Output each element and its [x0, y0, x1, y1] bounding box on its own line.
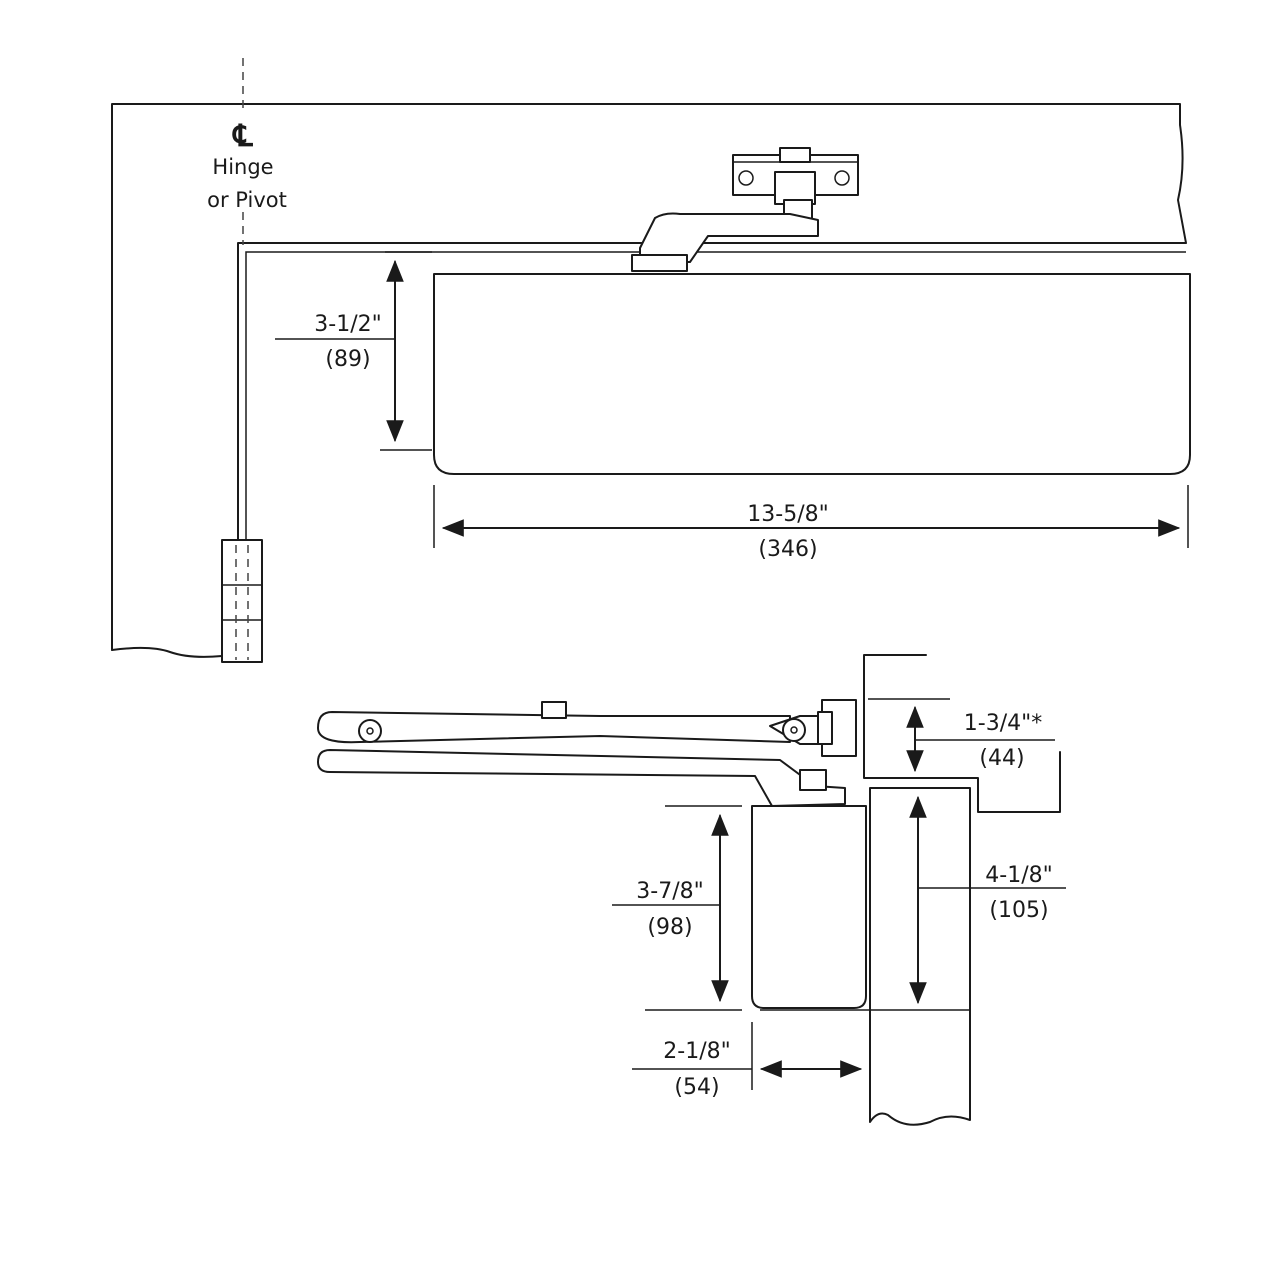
closer-body-side [751, 805, 867, 1009]
centerline-label-line1: Hinge [212, 155, 273, 179]
dimension-bottom-frame-height: 4-1/8" (105) [909, 795, 1066, 1005]
side-arm-assembly [317, 699, 857, 807]
centerline-symbol: ℄ [231, 119, 253, 154]
side-view: 1-3/4"* (44) 4-1/8" (105) 3-7/8" (98) 2-… [317, 654, 1066, 1126]
dimension-bottom-depth: 2-1/8" (54) [632, 1022, 863, 1100]
dimension-top-width: 13-5/8" (346) [433, 485, 1189, 562]
top-height-metric: (89) [325, 347, 370, 372]
door-frame-break [111, 646, 223, 658]
dimension-top-height: 3-1/2" (89) [275, 251, 432, 451]
bottom-depth-metric: (54) [674, 1075, 719, 1100]
bottom-body-height-imperial: 3-7/8" [636, 879, 703, 904]
top-width-metric: (346) [758, 537, 817, 562]
top-width-imperial: 13-5/8" [747, 502, 828, 527]
dimension-bottom-body-height: 3-7/8" (98) [612, 805, 742, 1011]
top-view: ℄ Hinge or Pivot [111, 58, 1191, 663]
centerline-label-line2: or Pivot [207, 188, 287, 212]
bottom-offset-imperial: 1-3/4"* [964, 711, 1042, 736]
dimension-bottom-offset: 1-3/4"* (44) [868, 698, 1055, 773]
side-frame-outline [863, 654, 1061, 813]
bottom-body-height-metric: (98) [647, 915, 692, 940]
hinge-knuckle [221, 539, 263, 663]
side-door-slab [869, 787, 971, 1126]
door-frame-outline [111, 103, 1187, 651]
top-arm-bracket [631, 147, 859, 272]
closer-body-top [433, 273, 1191, 475]
top-height-imperial: 3-1/2" [314, 312, 381, 337]
bottom-frame-height-imperial: 4-1/8" [985, 863, 1052, 888]
bottom-frame-height-metric: (105) [989, 898, 1048, 923]
bottom-depth-imperial: 2-1/8" [663, 1039, 730, 1064]
frame-inner-line [245, 251, 1186, 545]
bottom-offset-metric: (44) [979, 746, 1024, 771]
